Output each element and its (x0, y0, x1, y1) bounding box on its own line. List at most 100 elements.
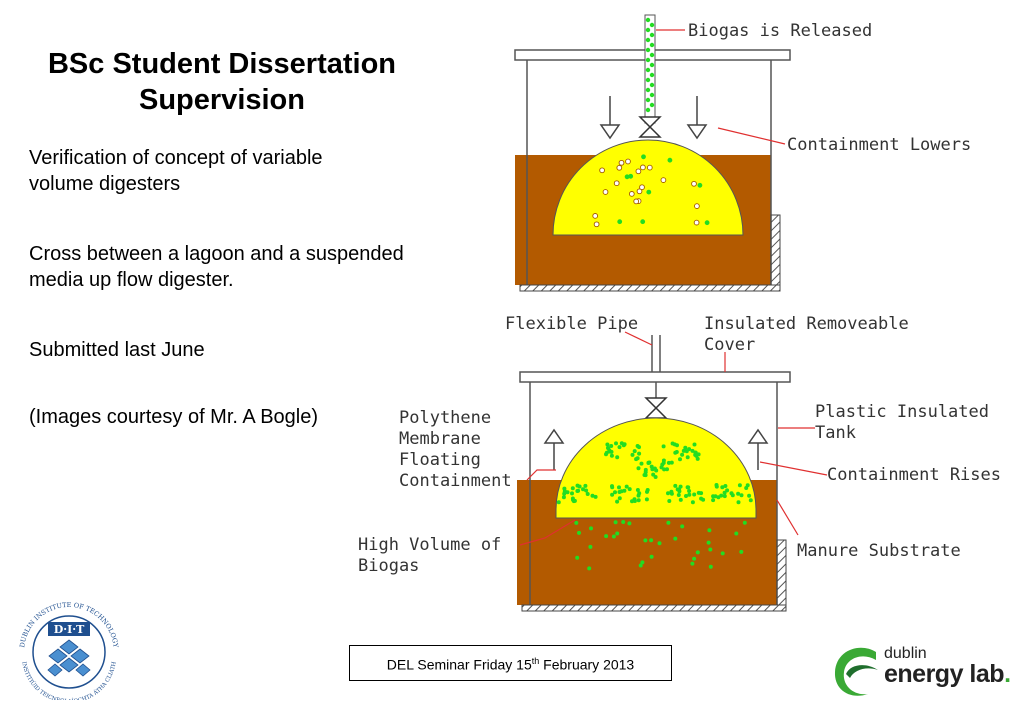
dublin-energy-lab-logo: dublin energy lab. (832, 642, 1012, 702)
top-valve-icon (638, 116, 662, 138)
bubble (736, 491, 741, 496)
bubble (642, 473, 647, 477)
bubble (632, 497, 637, 502)
label-membrane-2: Membrane (399, 429, 481, 449)
bubble (661, 460, 666, 465)
bubble (645, 67, 651, 73)
bubble (610, 492, 615, 497)
down-arrow-icon (686, 124, 708, 140)
bubble (556, 500, 561, 505)
dit-crest-icon (47, 639, 91, 677)
del-text-energy-lab: energy lab (884, 660, 1005, 688)
bubble (645, 87, 651, 93)
bubble (645, 77, 651, 83)
bubble (646, 189, 652, 195)
bubble (635, 168, 642, 175)
bubble (649, 92, 655, 98)
bubble (673, 536, 678, 541)
bubble (640, 164, 646, 171)
bubble (674, 450, 679, 454)
bullet-submitted: Submitted last June (29, 339, 205, 361)
bottom-digester (517, 335, 791, 612)
bubble (708, 547, 713, 552)
bubble (638, 563, 643, 568)
label-insulated-cover-2: Cover (704, 335, 755, 355)
bubble (639, 461, 644, 466)
bubble (722, 490, 727, 495)
bubble (747, 493, 752, 498)
seminar-date-suffix: February 2013 (539, 656, 635, 673)
bubble (697, 182, 703, 188)
bubble (592, 213, 599, 219)
bubble (704, 220, 710, 226)
bubble (632, 449, 637, 454)
bubble (636, 498, 641, 503)
bubble (649, 32, 655, 38)
bubble (639, 184, 645, 191)
bubble (680, 524, 685, 529)
bubble (692, 492, 697, 497)
bubble (646, 460, 651, 465)
bubble (645, 57, 651, 63)
bubble (690, 448, 695, 453)
down-arrow-icon (599, 124, 621, 140)
bubble (565, 490, 570, 495)
bubble (584, 488, 589, 493)
bubble (720, 485, 725, 490)
bubble (635, 444, 640, 448)
bubble (587, 566, 592, 571)
bubble (670, 441, 675, 446)
label-manure-substrate: Manure Substrate (797, 541, 961, 561)
bubble (667, 499, 672, 503)
bubble (695, 456, 700, 461)
bubble (716, 495, 721, 500)
bubble (665, 467, 669, 472)
seminar-date-sup: th (531, 656, 540, 666)
label-high-volume-1: High Volume of (358, 535, 501, 555)
bubble (602, 189, 609, 195)
bubble (649, 538, 654, 543)
bubble (729, 491, 734, 496)
bubble (694, 203, 700, 209)
bubble (617, 496, 622, 501)
bubble (690, 500, 695, 505)
bubble (701, 497, 706, 502)
bubble (645, 47, 651, 53)
bullet-verification: Verification of concept of variable volu… (29, 147, 323, 195)
bubble (641, 154, 646, 160)
bubble (739, 549, 744, 554)
bubble (649, 72, 655, 78)
label-plastic-tank-1: Plastic Insulated (815, 402, 989, 422)
bubble (609, 453, 614, 458)
bubble (614, 441, 618, 446)
bubble (706, 540, 711, 545)
seminar-date-prefix: DEL Seminar Friday 15 (386, 656, 532, 673)
bubble (662, 467, 667, 472)
bubble (708, 564, 713, 569)
bubble (652, 466, 657, 471)
up-arrow-icon (747, 428, 769, 444)
bubble (610, 485, 615, 490)
bubble (613, 180, 620, 187)
seminar-footer: DEL Seminar Friday 15th February 2013 (349, 645, 672, 681)
bubble (615, 531, 620, 536)
bubble (622, 488, 627, 493)
bubble (635, 488, 640, 492)
bubble (581, 487, 585, 492)
bubble (577, 530, 581, 535)
bubble (745, 483, 750, 488)
bottom-ground-hatch (521, 604, 787, 612)
bubble (683, 445, 688, 450)
bubble (692, 556, 697, 561)
bubble (739, 493, 744, 498)
label-plastic-tank-2: Tank (815, 423, 856, 443)
bubble (649, 554, 654, 559)
bubble (644, 497, 649, 502)
bubble (696, 452, 701, 457)
bubble (599, 167, 605, 174)
bubble (636, 493, 641, 498)
bubble (575, 489, 580, 493)
top-ground-hatch (519, 284, 781, 292)
bubble (609, 444, 614, 448)
bubble (734, 531, 739, 536)
